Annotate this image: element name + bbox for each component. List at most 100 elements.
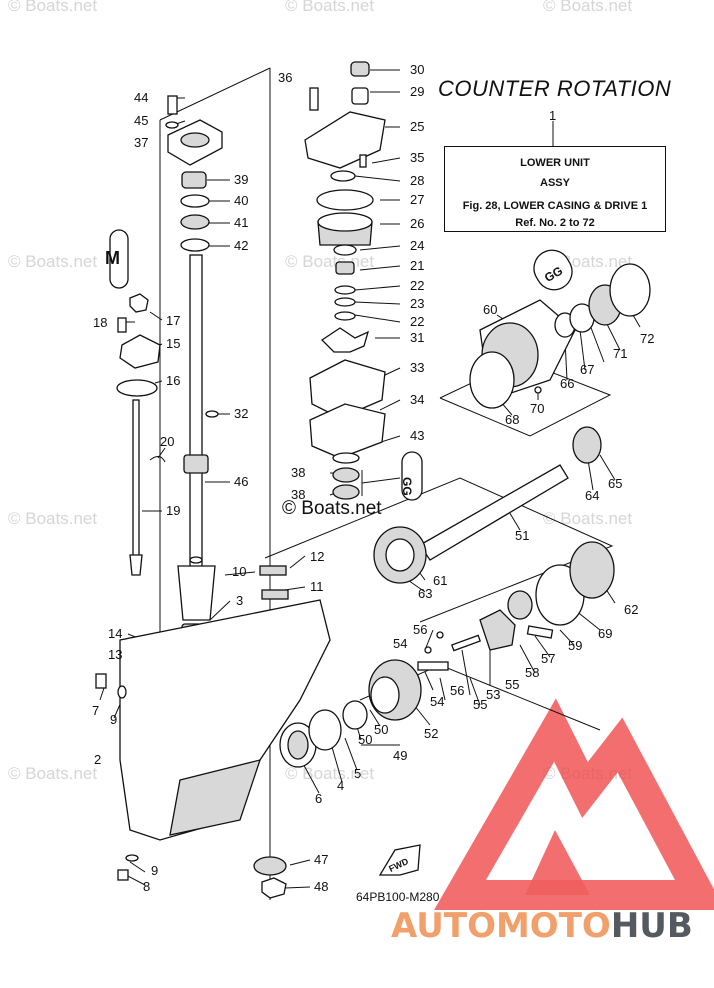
callout-label: 58 <box>525 665 539 680</box>
callout-label: 5 <box>354 766 361 781</box>
callout-label: 19 <box>166 503 180 518</box>
callout-label: 43 <box>410 428 424 443</box>
callout-label: 33 <box>410 360 424 375</box>
brand-part-1: AUTOMOTO <box>391 906 611 946</box>
callout-label: 63 <box>418 586 432 601</box>
callout-label: 10 <box>232 564 246 579</box>
callout-label: 54 <box>430 694 444 709</box>
callout-label: 2 <box>94 752 101 767</box>
callout-label: 53 <box>486 687 500 702</box>
callout-label: 51 <box>515 528 529 543</box>
callout-label: 27 <box>410 192 424 207</box>
reference-line: Fig. 28, LOWER CASING & DRIVE 1 <box>462 200 648 212</box>
watermark-text: © Boats.net <box>543 0 633 15</box>
callout-label: 29 <box>410 84 424 99</box>
callout-label: 35 <box>410 150 424 165</box>
callout-label: 26 <box>410 216 424 231</box>
brand-part-2: HUB <box>610 906 693 946</box>
callout-label: 60 <box>483 302 497 317</box>
callout-label: 8 <box>143 879 150 894</box>
callout-label: 39 <box>234 172 248 187</box>
callout-label: 13 <box>108 647 122 662</box>
callout-label: 56 <box>413 622 427 637</box>
watermark-text: © Boats.net <box>8 764 98 783</box>
callout-label: 40 <box>234 193 248 208</box>
callout-label: 14 <box>108 626 122 641</box>
brand-wordmark: AUTOMOTOHUB <box>391 906 693 946</box>
callout-label: 54 <box>393 636 407 651</box>
m-mark: M <box>105 248 120 268</box>
brand-logo <box>434 698 714 910</box>
reference-line: ASSY <box>540 177 570 189</box>
callout-label: 28 <box>410 173 424 188</box>
callout-label: 71 <box>613 346 627 361</box>
callout-label: 64 <box>585 488 599 503</box>
callout-label: 12 <box>310 549 324 564</box>
part-code: 64PB100-M280 <box>356 890 440 904</box>
callout-label: 15 <box>166 336 180 351</box>
callout-label: 3 <box>236 593 243 608</box>
reference-box: LOWER UNIT ASSY Fig. 28, LOWER CASING & … <box>444 146 666 232</box>
watermark-text: © Boats.net <box>285 0 375 15</box>
reference-line: Ref. No. 2 to 72 <box>515 217 595 229</box>
callout-label: 25 <box>410 119 424 134</box>
callout-label: 68 <box>505 412 519 427</box>
callout-label: 36 <box>278 70 292 85</box>
callout-label: 11 <box>310 579 324 594</box>
callout-label: 47 <box>314 852 328 867</box>
copyright-mark: © Boats.net <box>282 498 382 519</box>
diagram-title: COUNTER ROTATION <box>438 76 672 101</box>
watermark-text: © Boats.net <box>8 252 98 271</box>
callout-label: 42 <box>234 238 248 253</box>
gg-mark: GG <box>400 477 414 496</box>
watermark-text: © Boats.net <box>285 764 375 783</box>
callout-label: 38 <box>291 487 305 502</box>
callout-label: 38 <box>291 465 305 480</box>
callout-label: 30 <box>410 62 424 77</box>
callout-label: 50 <box>374 722 388 737</box>
callout-labels: 1 2 3 4 5 6 7 8 9 9 10 11 12 13 14 15 16… <box>92 62 654 894</box>
callout-label: 46 <box>234 474 248 489</box>
callout-label: 45 <box>134 113 148 128</box>
watermark-text: © Boats.net <box>8 0 98 15</box>
callout-label: 70 <box>530 401 544 416</box>
callout-label: 44 <box>134 90 148 105</box>
callout-label: 49 <box>393 748 407 763</box>
watermark-text: © Boats.net <box>543 509 633 528</box>
callout-label: 7 <box>92 703 99 718</box>
watermark-text: © Boats.net <box>8 509 98 528</box>
callout-label: 20 <box>160 434 174 449</box>
callout-label: 52 <box>424 726 438 741</box>
callout-label: 1 <box>549 108 556 123</box>
callout-label: 32 <box>234 406 248 421</box>
reference-line: LOWER UNIT <box>520 157 590 169</box>
callout-label: 34 <box>410 392 424 407</box>
callout-label: 59 <box>568 638 582 653</box>
callout-label: 55 <box>473 697 487 712</box>
callout-label: 65 <box>608 476 622 491</box>
callout-label: 50 <box>358 732 372 747</box>
callout-label: 41 <box>234 215 248 230</box>
callout-label: 9 <box>110 712 117 727</box>
callout-label: 22 <box>410 314 424 329</box>
callout-label: 67 <box>580 362 594 377</box>
callout-label: 31 <box>410 330 424 345</box>
callout-label: 24 <box>410 238 424 253</box>
callout-label: 62 <box>624 602 638 617</box>
callout-label: 17 <box>166 313 180 328</box>
parts: M <box>95 61 651 899</box>
callout-label: 16 <box>166 373 180 388</box>
callout-label: 22 <box>410 278 424 293</box>
callout-label: 4 <box>337 778 344 793</box>
callout-label: 61 <box>433 573 447 588</box>
callout-label: 6 <box>315 791 322 806</box>
callout-label: 21 <box>410 258 424 273</box>
callout-label: 9 <box>151 863 158 878</box>
callout-label: 57 <box>541 651 555 666</box>
callout-label: 23 <box>410 296 424 311</box>
callout-label: 48 <box>314 879 328 894</box>
callout-label: 56 <box>450 683 464 698</box>
callout-label: 69 <box>598 626 612 641</box>
callout-label: 72 <box>640 331 654 346</box>
